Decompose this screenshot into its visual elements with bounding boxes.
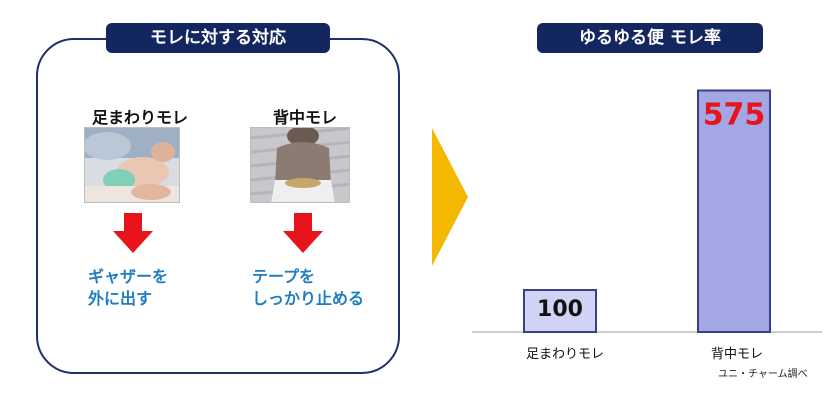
data-label: 575 [703, 98, 766, 133]
category-label: 足まわりモレ [525, 347, 604, 362]
chart-header: ゆるゆる便 モレ率 [537, 23, 763, 53]
action-line: テープを [252, 267, 316, 286]
bar [697, 89, 771, 333]
countermeasure-panel [36, 38, 400, 374]
chevron-right-icon [432, 128, 468, 266]
action-leg-leak: ギャザーを 外に出す [88, 266, 228, 310]
case-label-back-leak: 背中モレ [272, 108, 337, 127]
source-note: ユニ・チャーム調べ [718, 369, 808, 380]
data-label: 100 [537, 297, 583, 322]
action-line: 外に出す [88, 289, 153, 308]
case-label-leg-leak: 足まわりモレ [91, 108, 188, 127]
category-label: 背中モレ [710, 347, 763, 362]
arrow-down-icon [113, 213, 153, 253]
leg-leak-photo [84, 127, 180, 203]
arrow-down-icon [283, 213, 323, 253]
bar [523, 289, 597, 333]
action-back-leak: テープを しっかり止める [252, 266, 392, 310]
action-line: ギャザーを [88, 267, 169, 286]
back-leak-photo [250, 127, 350, 203]
action-line: しっかり止める [252, 289, 365, 308]
panel-title: モレに対する対応 [106, 23, 330, 53]
